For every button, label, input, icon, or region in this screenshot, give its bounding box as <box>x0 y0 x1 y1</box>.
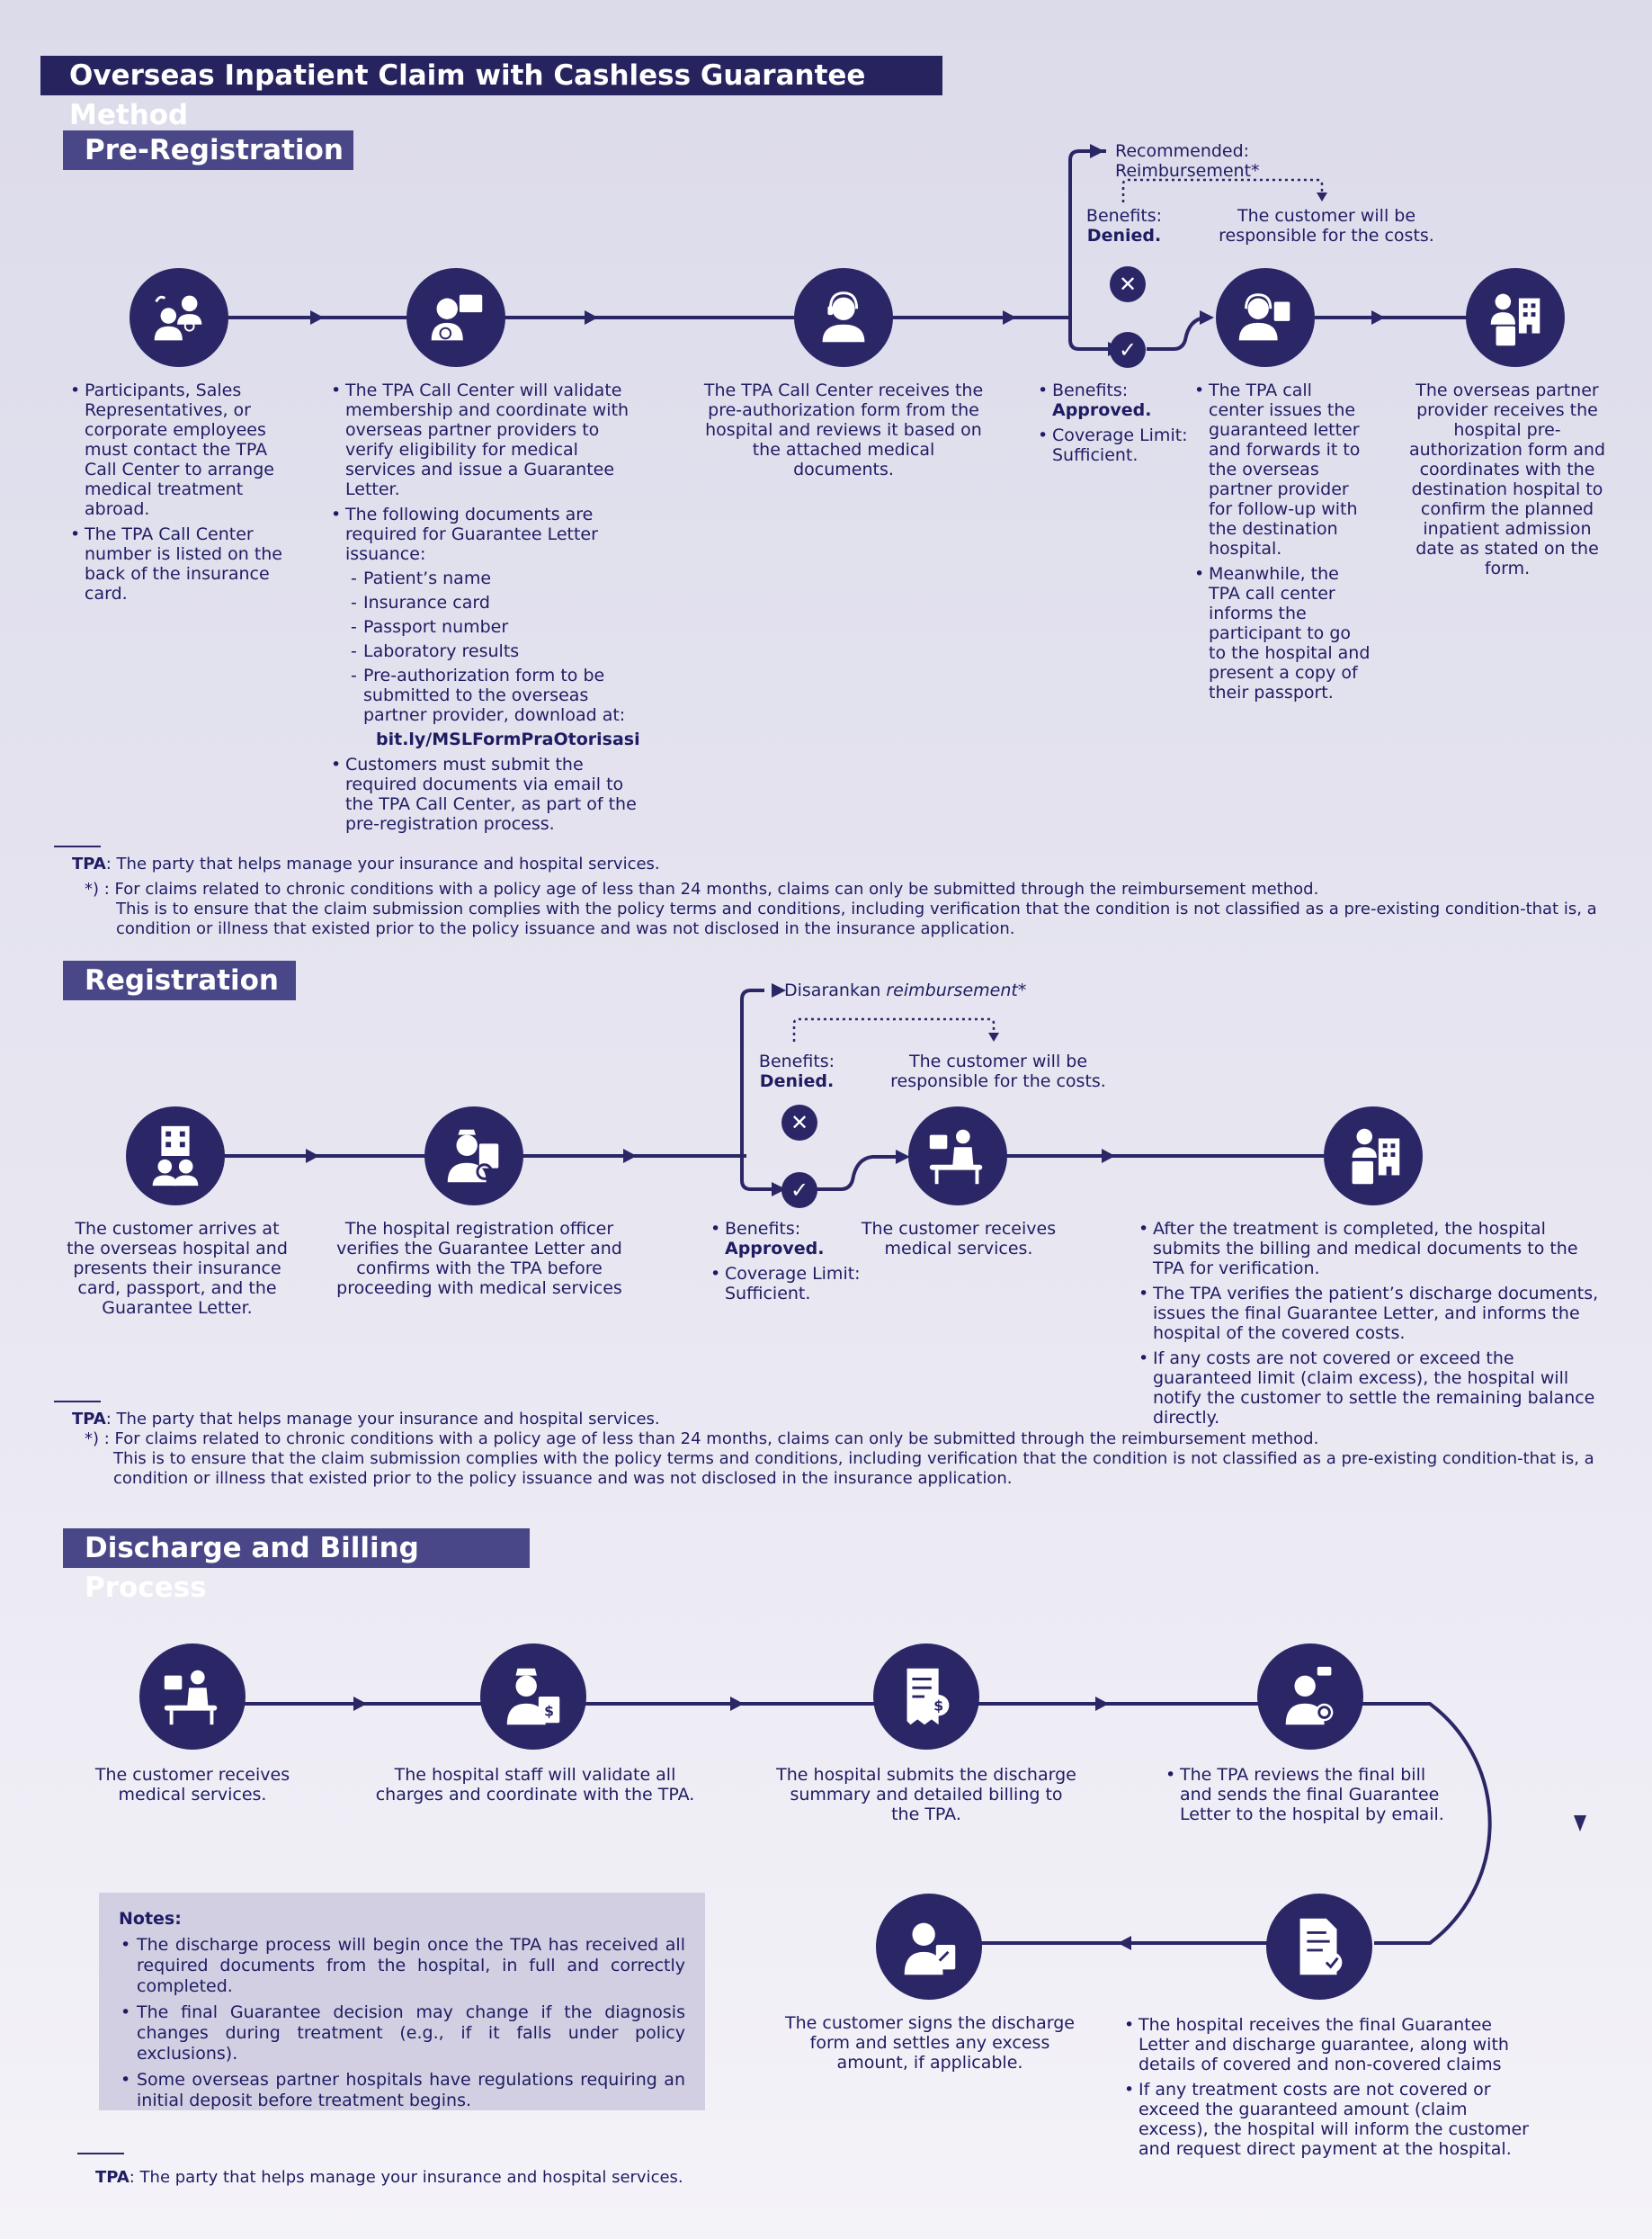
document-item: Passport number <box>351 617 644 637</box>
discharge-step3-text: The hospital submits the discharge summa… <box>776 1765 1076 1824</box>
discharge-step4-text: The TPA reviews the final bill and sends… <box>1164 1765 1460 1830</box>
list-item: Coverage Limit: Sufficient. <box>1038 425 1193 465</box>
tpa-review-icon <box>1257 1643 1363 1750</box>
list-item: The discharge process will begin once th… <box>121 1935 685 1997</box>
medical-treatment-icon <box>139 1643 246 1750</box>
recommended-reimbursement-label: Disarankan reimbursement* <box>784 981 1027 1000</box>
preregistration-step5-text: The overseas partner provider receives t… <box>1408 381 1606 578</box>
reimbursement-footnote: *) : For claims related to chronic condi… <box>85 1429 1319 1448</box>
denied-cross-icon: ✕ <box>781 1105 817 1141</box>
reimbursement-footnote-detail: This is to ensure that the claim submiss… <box>116 900 1597 938</box>
footnote-divider <box>77 2153 124 2154</box>
list-item: The final Guarantee decision may change … <box>121 2002 685 2064</box>
document-item: Insurance card <box>351 593 644 613</box>
registration-step3-text: The customer receives medical services. <box>861 1219 1057 1258</box>
registration-step2-text: The hospital registration officer verifi… <box>336 1219 622 1298</box>
preregistration-step1-text: Participants, Sales Representatives, or … <box>68 381 298 609</box>
section-title-discharge: Discharge and Billing Process <box>63 1528 530 1604</box>
call-center-doctor-icon <box>406 268 505 367</box>
benefits-approved-text: Benefits:Approved. Coverage Limit: Suffi… <box>1036 381 1193 470</box>
reimbursement-footnote: *) : For claims related to chronic condi… <box>85 880 1319 899</box>
customer-responsible-text: The customer will be responsible for the… <box>890 1052 1106 1091</box>
footnote-divider <box>54 846 101 847</box>
list-item: After the treatment is completed, the ho… <box>1139 1219 1606 1278</box>
tpa-footnote: TPA: The party that helps manage your in… <box>95 2168 683 2187</box>
approved-check-icon: ✓ <box>781 1172 817 1208</box>
list-item: Benefits:Approved. <box>1038 381 1193 420</box>
list-item: The TPA Call Center will validate member… <box>331 381 644 499</box>
document-item: Patient’s name <box>351 569 644 588</box>
call-center-document-icon <box>1216 268 1315 367</box>
discharge-step2-text: The hospital staff will validate all cha… <box>375 1765 695 1805</box>
document-item: Laboratory results <box>351 641 644 661</box>
benefits-denied-text: Benefits: Denied. <box>1085 206 1163 246</box>
list-item: The hospital receives the final Guarante… <box>1124 2015 1536 2074</box>
discharge-step6-text: The customer signs the discharge form an… <box>785 2013 1075 2073</box>
preauth-form-link[interactable]: bit.ly/MSLFormPraOtorisasi <box>376 730 640 749</box>
list-item: Meanwhile, the TPA call center informs t… <box>1194 564 1372 703</box>
tpa-footnote: TPA: The party that helps manage your in… <box>72 855 660 873</box>
discharge-step1-text: The customer receives medical services. <box>94 1765 290 1805</box>
list-item: The TPA call center issues the guarantee… <box>1194 381 1372 559</box>
medical-treatment-icon <box>908 1106 1007 1205</box>
billing-summary-icon: $ <box>873 1643 979 1750</box>
section-title-preregistration: Pre-Registration <box>63 130 353 170</box>
nurse-billing-icon: $ <box>480 1643 586 1750</box>
footnote-divider <box>54 1401 101 1402</box>
list-item: Coverage Limit: Sufficient. <box>710 1264 866 1303</box>
reimbursement-footnote-detail: This is to ensure that the claim submiss… <box>113 1449 1594 1488</box>
benefits-denied-text: Benefits: Denied. <box>758 1052 835 1091</box>
page-title: Overseas Inpatient Claim with Cashless G… <box>40 56 942 131</box>
hospital-coordination-icon <box>1466 268 1565 367</box>
svg-text:$: $ <box>933 1698 943 1715</box>
guarantee-letter-icon <box>1266 1894 1372 2000</box>
list-item: If any costs are not covered or exceed t… <box>1139 1348 1606 1428</box>
preregistration-step2-text: The TPA Call Center will validate member… <box>329 381 644 839</box>
customer-signing-icon <box>876 1894 982 2000</box>
hospital-arrival-icon <box>126 1106 225 1205</box>
registration-step4-text: After the treatment is completed, the ho… <box>1137 1219 1606 1433</box>
list-item: Some overseas partner hospitals have reg… <box>121 2070 685 2111</box>
recommended-reimbursement-label: Recommended: Reimbursement* <box>1115 141 1260 181</box>
call-center-customer-icon <box>129 268 228 367</box>
denied-cross-icon: ✕ <box>1110 266 1146 302</box>
documents-required-label: The following documents are required for… <box>345 505 598 564</box>
document-item: Pre-authorization form to be submitted t… <box>351 666 644 725</box>
list-item: The TPA Call Center number is listed on … <box>70 524 298 604</box>
call-center-agent-icon <box>794 268 893 367</box>
registration-officer-icon <box>424 1106 523 1205</box>
list-item: Participants, Sales Representatives, or … <box>70 381 298 519</box>
list-item: Customers must submit the required docum… <box>331 755 644 834</box>
registration-step1-text: The customer arrives at the overseas hos… <box>67 1219 288 1318</box>
preregistration-step4-text: The TPA call center issues the guarantee… <box>1192 381 1372 708</box>
approved-check-icon: ✓ <box>1110 332 1146 368</box>
list-item: Benefits:Approved. <box>710 1219 866 1258</box>
list-item: The TPA reviews the final bill and sends… <box>1165 1765 1460 1824</box>
svg-text:$: $ <box>544 1703 554 1719</box>
benefits-approved-text: Benefits:Approved. Coverage Limit: Suffi… <box>709 1219 866 1309</box>
notes-heading: Notes: <box>119 1909 182 1929</box>
list-item: The following documents are required for… <box>331 505 644 749</box>
section-title-registration: Registration <box>63 961 296 1000</box>
discharge-documents-icon <box>1324 1106 1423 1205</box>
discharge-step5-text: The hospital receives the final Guarante… <box>1122 2015 1536 2164</box>
notes-box: Notes: The discharge process will begin … <box>99 1893 705 2110</box>
tpa-footnote: TPA: The party that helps manage your in… <box>72 1410 660 1428</box>
customer-responsible-text: The customer will be responsible for the… <box>1219 206 1434 246</box>
list-item: If any treatment costs are not covered o… <box>1124 2080 1536 2159</box>
preregistration-step3-text: The TPA Call Center receives the pre-aut… <box>703 381 984 479</box>
list-item: The TPA verifies the patient’s discharge… <box>1139 1284 1606 1343</box>
